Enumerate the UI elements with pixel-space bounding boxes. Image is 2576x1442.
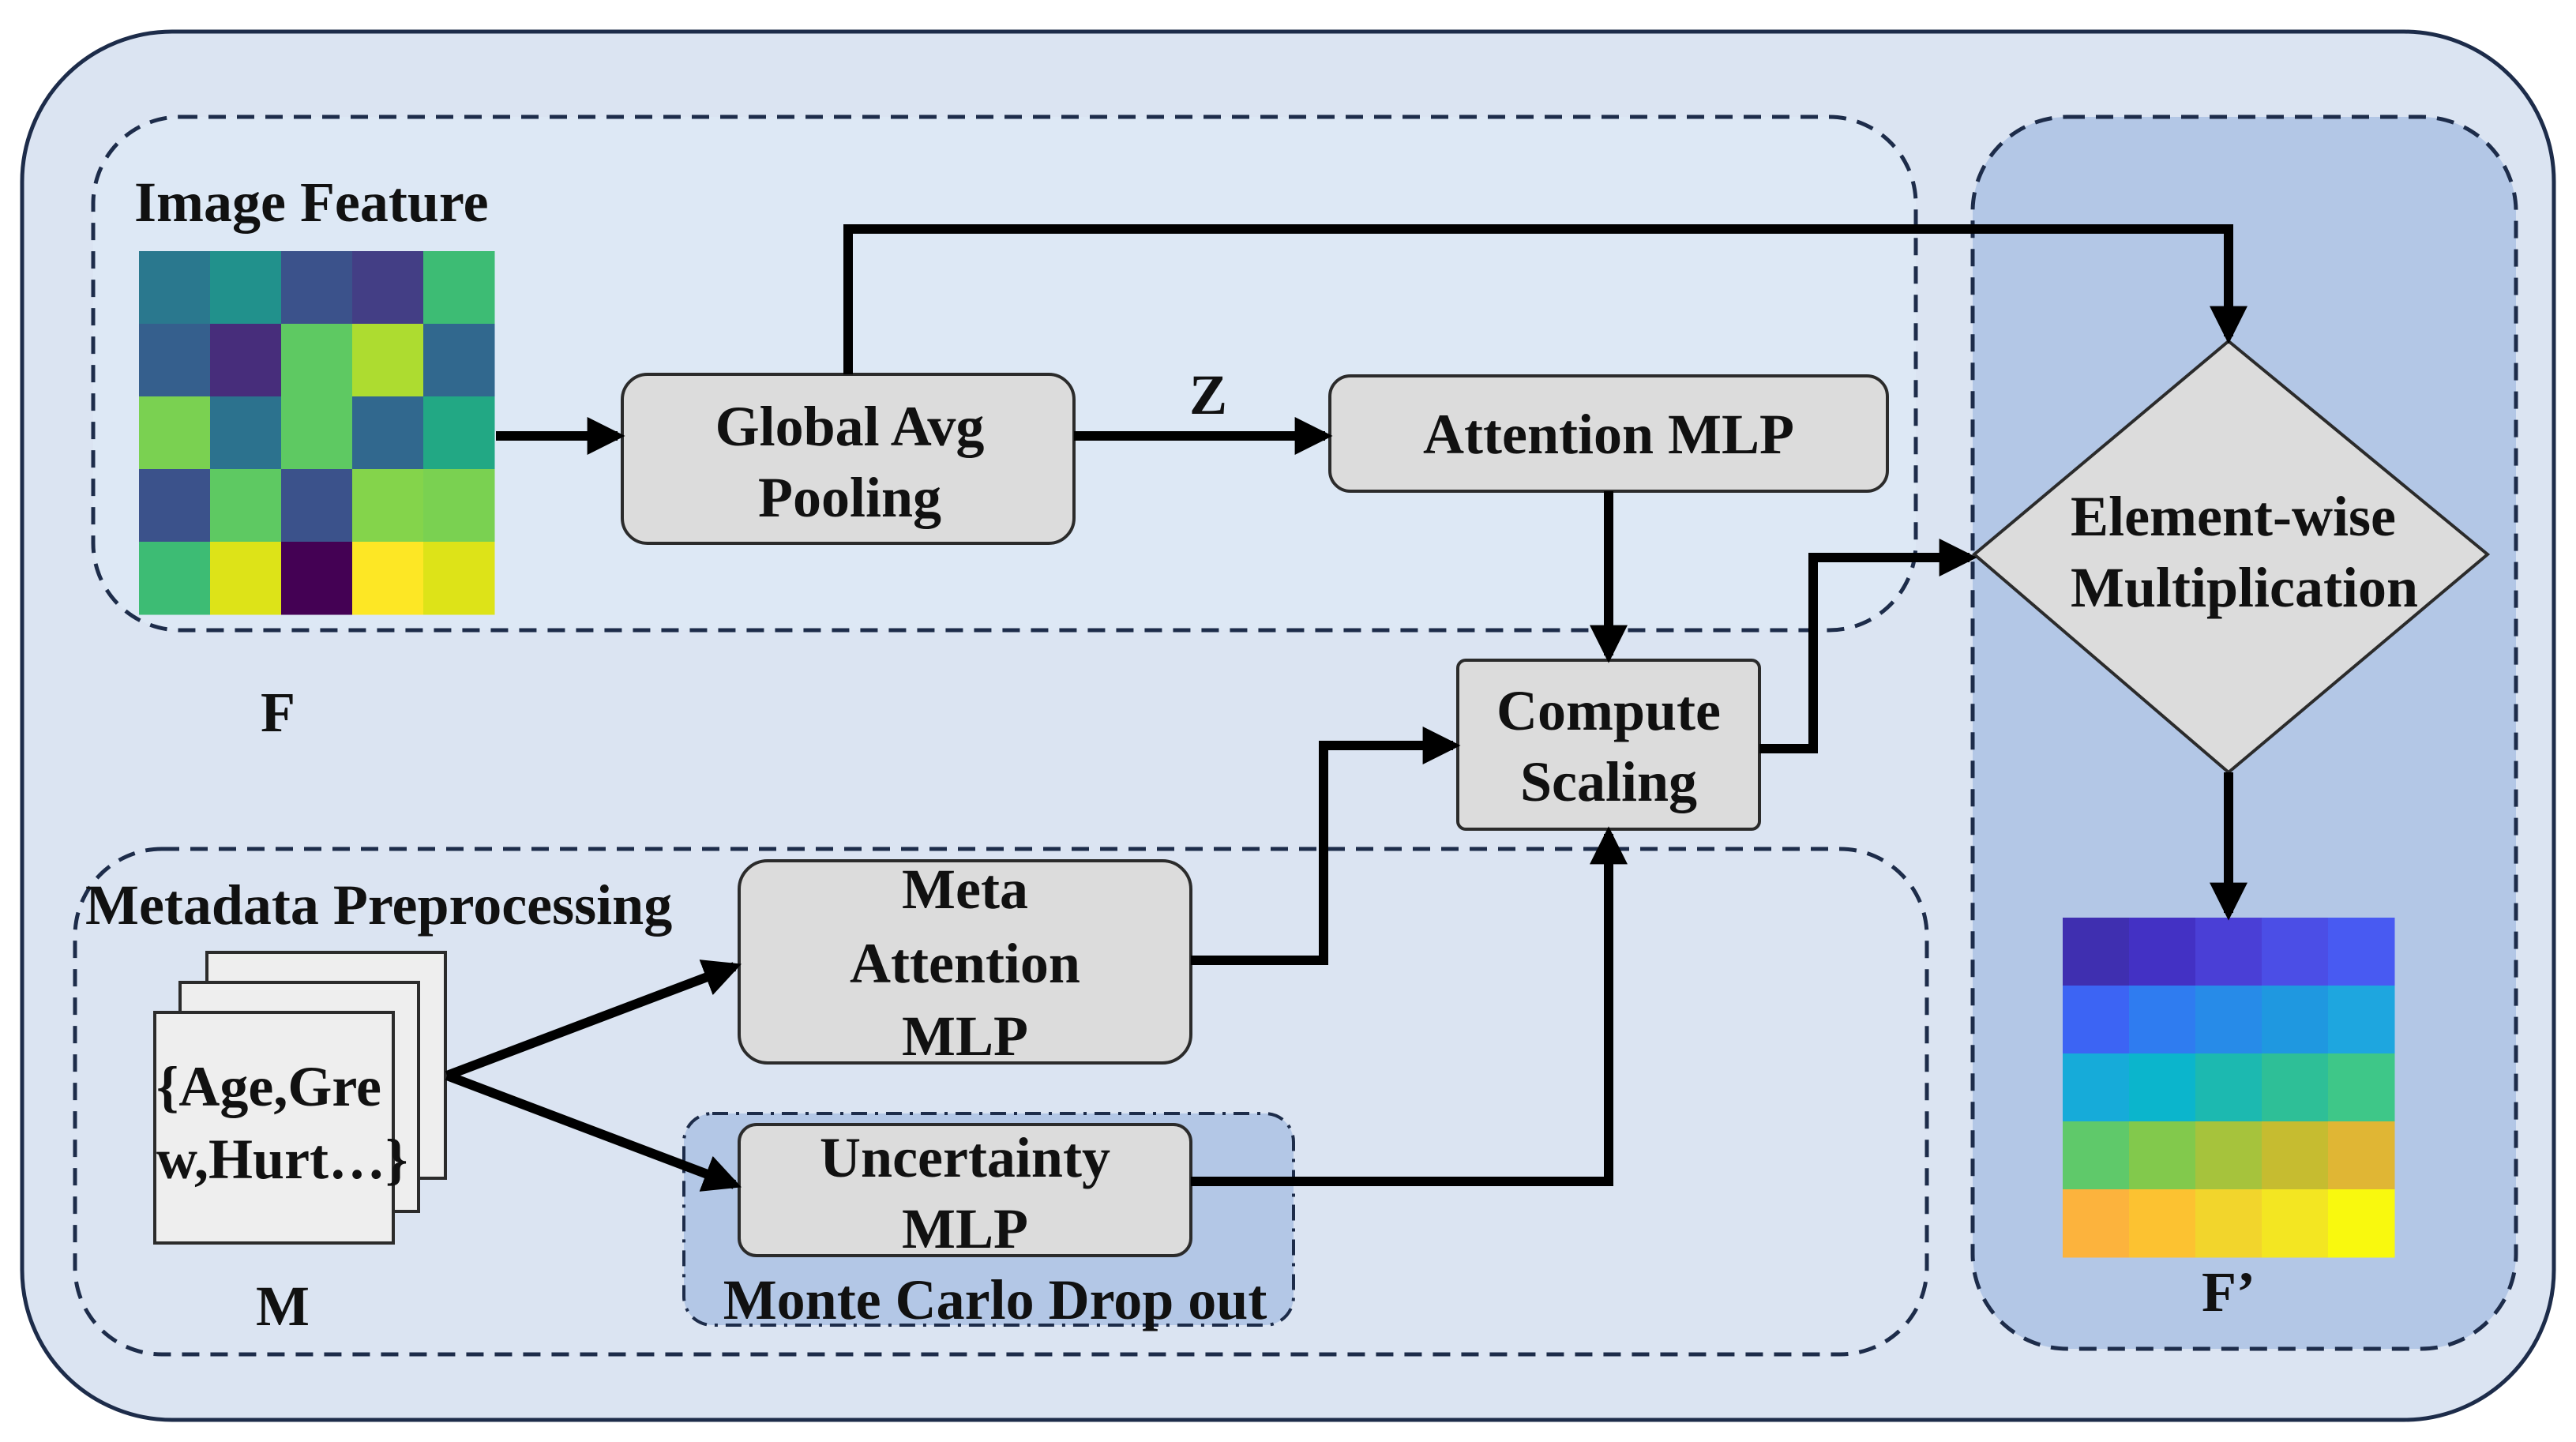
metadata-document-line2: w,Hurt…}: [156, 1128, 407, 1191]
compute-scaling-box: Compute Scaling: [1456, 659, 1761, 831]
global-avg-pooling-box: Global Avg Pooling: [621, 373, 1076, 545]
uncertainty-line2: MLP: [902, 1197, 1028, 1260]
meta-attention-mlp-box: Meta Attention MLP: [738, 858, 1192, 1068]
attention-mlp-label: Attention MLP: [1423, 403, 1794, 466]
image-feature-heatmap-cell-r2-c3: [352, 396, 424, 470]
output-heatmap-cell-r2-c3: [2262, 1053, 2329, 1122]
element-wise-line1: Element-wise: [2071, 485, 2396, 548]
output-heatmap-cell-r3-c4: [2328, 1121, 2395, 1190]
m-label: M: [256, 1275, 310, 1338]
image-feature-heatmap-cell-r4-c0: [139, 542, 211, 615]
output-heatmap-cell-r3-c2: [2195, 1121, 2262, 1190]
output-heatmap-cell-r1-c1: [2129, 986, 2196, 1054]
arrow-metadata-to-meta-mlp: [445, 959, 742, 1080]
output-heatmap-cell-r2-c1: [2129, 1053, 2196, 1122]
z-label: Z: [1189, 363, 1227, 426]
uncertainty-line1: Uncertainty: [820, 1126, 1110, 1189]
image-feature-heatmap-cell-r4-c3: [352, 542, 424, 615]
output-heatmap-cell-r2-c0: [2063, 1053, 2130, 1122]
output-heatmap-cell-r0-c4: [2328, 918, 2395, 986]
image-feature-heatmap-cell-r1-c4: [423, 324, 495, 397]
output-heatmap-cell-r4-c1: [2129, 1189, 2196, 1258]
output-heatmap-cell-r0-c1: [2129, 918, 2196, 986]
metadata-document-stack: {Age,Gre w,Hurt…}: [153, 951, 447, 1245]
image-feature-heatmap-cell-r1-c2: [281, 324, 353, 397]
image-feature-heatmap-cell-r2-c4: [423, 396, 495, 470]
image-feature-heatmap-cell-r4-c1: [210, 542, 282, 615]
arrow-pooling-skip-to-multiplication: [843, 224, 2247, 374]
image-feature-heatmap-cell-r0-c3: [352, 251, 424, 325]
output-heatmap-cell-r0-c3: [2262, 918, 2329, 986]
output-heatmap-cell-r1-c0: [2063, 986, 2130, 1054]
image-feature-heatmap-cell-r1-c3: [352, 324, 424, 397]
image-feature-heatmap-cell-r0-c0: [139, 251, 211, 325]
arrow-metadata-to-uncertainty-mlp: [445, 1071, 742, 1192]
image-feature-heatmap-cell-r3-c4: [423, 469, 495, 543]
image-feature-heatmap-cell-r2-c1: [210, 396, 282, 470]
image-feature-heatmap-cell-r3-c1: [210, 469, 282, 543]
image-feature-heatmap-cell-r3-c0: [139, 469, 211, 543]
arrow-meta-mlp-to-compute: [1191, 727, 1461, 965]
image-feature-heatmap-cell-r4-c4: [423, 542, 495, 615]
output-heatmap-cell-r2-c2: [2195, 1053, 2262, 1122]
image-feature-label: Image Feature: [134, 171, 489, 234]
image-feature-heatmap-cell-r3-c2: [281, 469, 353, 543]
output-heatmap-cell-r0-c0: [2063, 918, 2130, 986]
output-heatmap-cell-r0-c2: [2195, 918, 2262, 986]
global-avg-pooling-line1: Global Avg: [715, 395, 985, 458]
output-heatmap-cell-r1-c3: [2262, 986, 2329, 1054]
image-feature-heatmap-cell-r2-c2: [281, 396, 353, 470]
arrow-uncertainty-mlp-to-compute: [1191, 826, 1628, 1186]
element-wise-multiplication-diamond: Element-wise Multiplication: [1971, 339, 2491, 775]
meta-attention-line2: Attention: [850, 932, 1080, 995]
global-avg-pooling-line2: Pooling: [758, 466, 941, 529]
image-feature-heatmap-cell-r3-c3: [352, 469, 424, 543]
output-heatmap-cell-r4-c3: [2262, 1189, 2329, 1258]
output-heatmap-cell-r4-c4: [2328, 1189, 2395, 1258]
output-heatmap-cell-r4-c2: [2195, 1189, 2262, 1258]
image-feature-heatmap-cell-r0-c1: [210, 251, 282, 325]
meta-attention-line3: MLP: [902, 1005, 1028, 1068]
output-heatmap-cell-r3-c3: [2262, 1121, 2329, 1190]
metadata-region: [73, 847, 1929, 1357]
output-heatmap-cell-r2-c4: [2328, 1053, 2395, 1122]
image-feature-heatmap-cell-r0-c4: [423, 251, 495, 325]
uncertainty-mlp-box: Uncertainty MLP: [738, 1123, 1192, 1260]
image-feature-heatmap-cell-r2-c0: [139, 396, 211, 470]
image-feature-heatmap-cell-r0-c2: [281, 251, 353, 325]
metadata-document-line1: {Age,Gre: [156, 1055, 381, 1118]
output-heatmap-cell-r1-c2: [2195, 986, 2262, 1054]
output-heatmap-cell-r4-c0: [2063, 1189, 2130, 1258]
image-feature-heatmap-cell-r1-c0: [139, 324, 211, 397]
arrow-compute-to-multiplication: [1759, 539, 1977, 753]
output-heatmap-cell-r3-c1: [2129, 1121, 2196, 1190]
attention-mlp-box: Attention MLP: [1328, 374, 1889, 493]
output-heatmap-cell-r3-c0: [2063, 1121, 2130, 1190]
compute-scaling-line1: Compute: [1496, 679, 1721, 742]
image-feature-heatmap: [139, 251, 495, 615]
output-heatmap-cell-r1-c4: [2328, 986, 2395, 1054]
metadata-preprocessing-label: Metadata Preprocessing: [85, 873, 672, 937]
image-feature-heatmap-cell-r4-c2: [281, 542, 353, 615]
image-feature-heatmap-cell-r1-c1: [210, 324, 282, 397]
compute-scaling-line2: Scaling: [1520, 750, 1697, 813]
f-prime-label: F’: [2202, 1260, 2255, 1324]
monte-carlo-dropout-label: Monte Carlo Drop out: [723, 1268, 1267, 1331]
element-wise-line2: Multiplication: [2071, 556, 2418, 619]
f-label: F: [261, 681, 295, 744]
meta-attention-line1: Meta: [902, 858, 1028, 921]
output-feature-heatmap: [2063, 918, 2395, 1258]
